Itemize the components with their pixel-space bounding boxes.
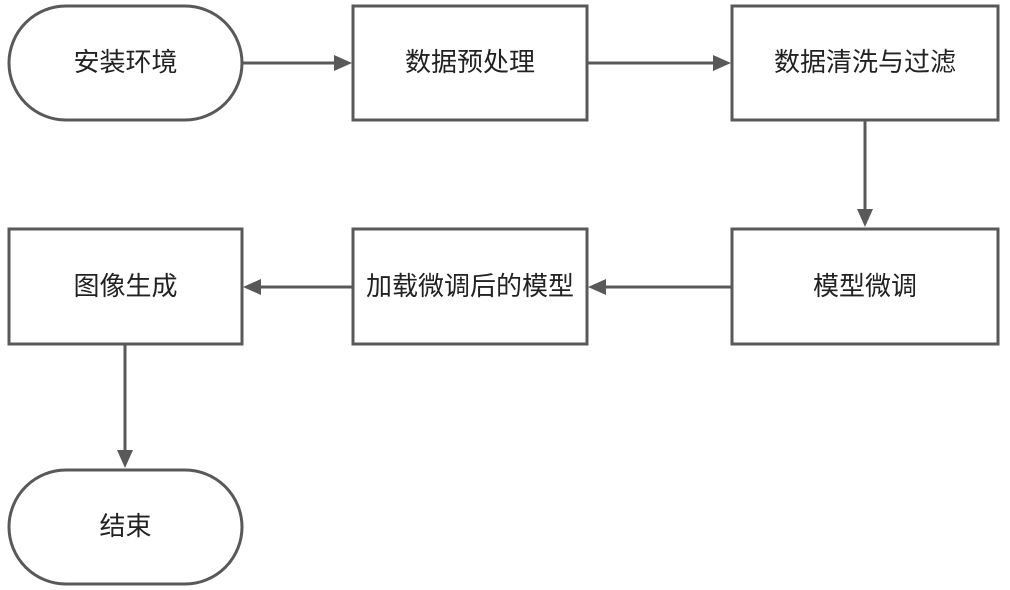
node-label: 安装环境: [73, 48, 177, 78]
node-label: 数据预处理: [405, 48, 535, 78]
node-label: 加载微调后的模型: [366, 272, 574, 302]
node-finetune: 模型微调: [730, 227, 1000, 346]
arrowhead-install-env-to-preprocess: [334, 55, 352, 71]
arrowhead-load-model-to-image-gen: [243, 279, 261, 295]
arrowhead-image-gen-to-end: [117, 450, 133, 468]
process-shape: [7, 227, 244, 346]
arrowhead-preprocess-to-cleaning: [713, 55, 731, 71]
node-end: 结束: [7, 468, 244, 586]
node-label: 数据清洗与过滤: [774, 48, 956, 78]
edges: [117, 55, 873, 468]
process-shape: [351, 4, 589, 122]
node-label: 图像生成: [73, 272, 177, 302]
process-shape: [730, 4, 1000, 122]
arrowhead-cleaning-to-finetune: [857, 209, 873, 227]
node-image-gen: 图像生成: [7, 227, 244, 346]
terminator-shape: [7, 4, 244, 122]
node-install-env: 安装环境: [7, 4, 244, 122]
node-label: 结束: [99, 512, 151, 542]
node-label: 模型微调: [813, 272, 917, 302]
node-preprocess: 数据预处理: [351, 4, 589, 122]
node-load-model: 加载微调后的模型: [351, 227, 589, 346]
arrowhead-finetune-to-load-model: [588, 279, 606, 295]
terminator-shape: [7, 468, 244, 586]
process-shape: [351, 227, 589, 346]
node-cleaning: 数据清洗与过滤: [730, 4, 1000, 122]
process-shape: [730, 227, 1000, 346]
